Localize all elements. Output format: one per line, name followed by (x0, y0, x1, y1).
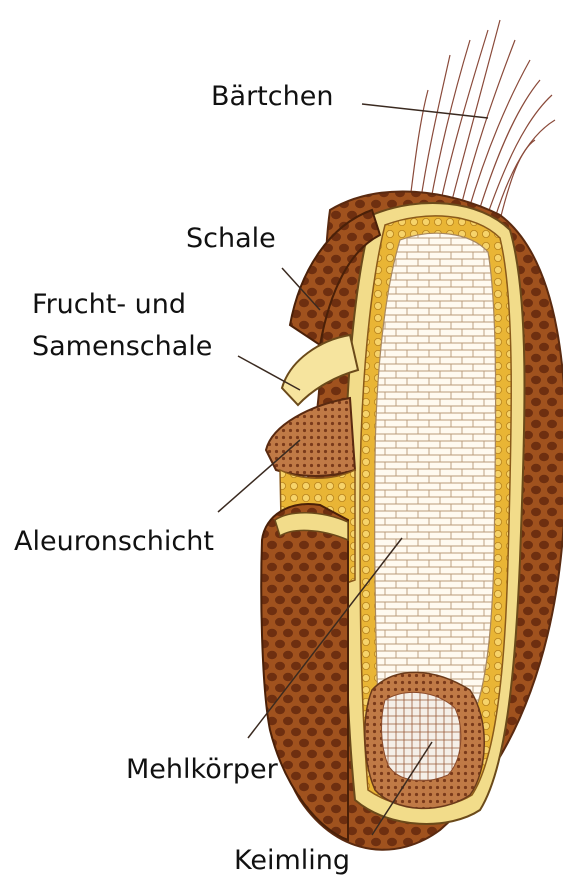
label-frucht-line1: Frucht- und (32, 288, 186, 322)
brush-hairs (410, 20, 555, 220)
label-schale: Schale (186, 222, 276, 256)
label-baertchen: Bärtchen (211, 80, 333, 114)
aleurone-flap (266, 398, 355, 476)
label-frucht-line2: Samenschale (32, 330, 212, 364)
label-mehlkoerper: Mehlkörper (126, 753, 278, 787)
endosperm-body (375, 233, 496, 726)
leader-baertchen (362, 104, 488, 118)
label-aleuronschicht: Aleuronschicht (14, 525, 214, 559)
germ-core (382, 692, 461, 780)
lower-husk-curl (261, 504, 348, 840)
label-keimling: Keimling (234, 844, 350, 878)
